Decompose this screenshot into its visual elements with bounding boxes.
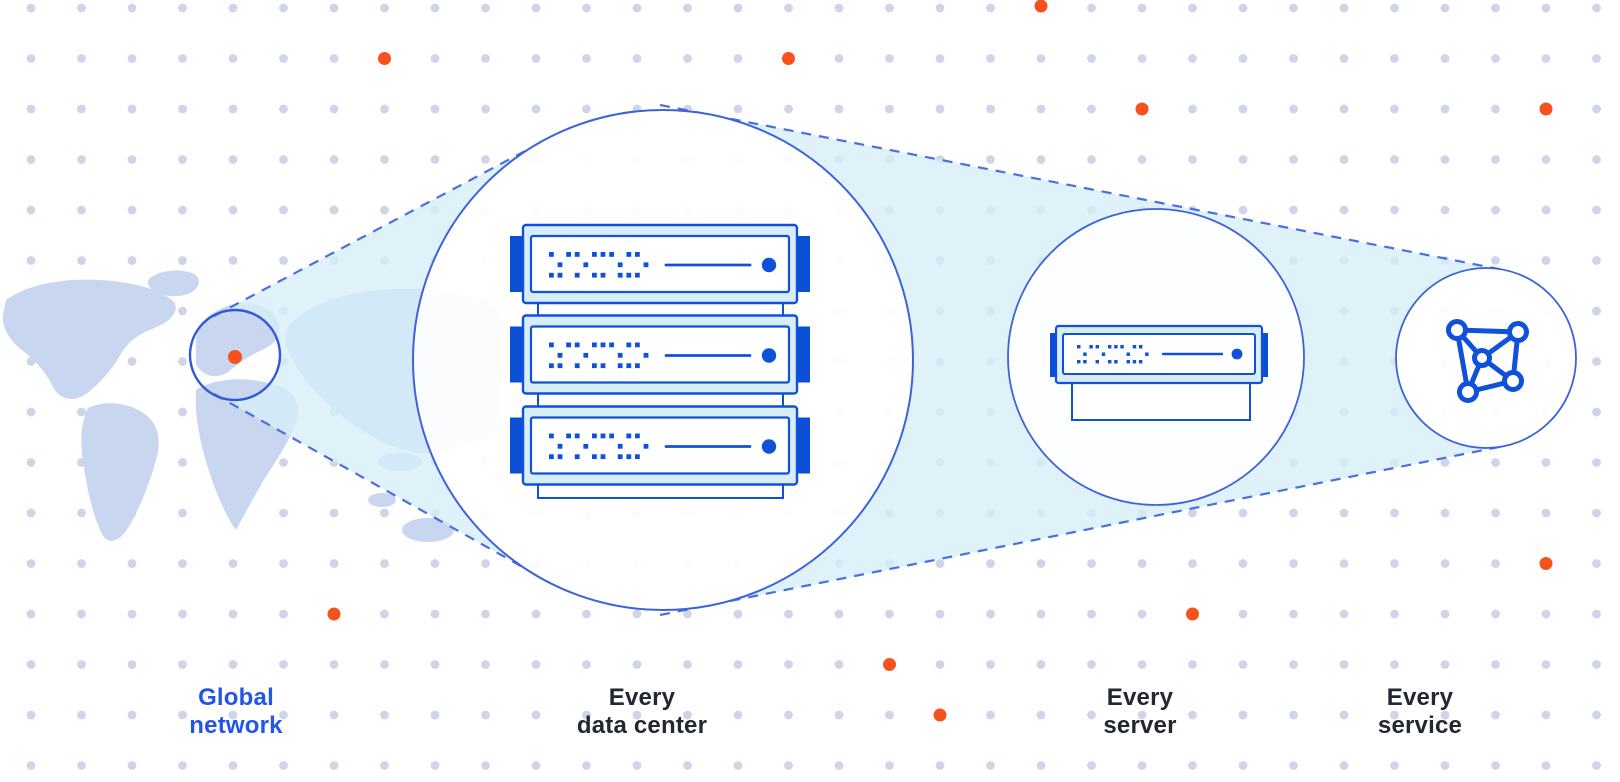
orange-dot xyxy=(883,658,896,671)
mesh-nodes xyxy=(1446,319,1529,403)
orange-dot xyxy=(782,52,795,65)
islands-indonesia xyxy=(368,493,396,507)
rack-tray xyxy=(537,301,784,317)
orange-dot xyxy=(933,708,947,722)
continent-south-america xyxy=(81,403,159,541)
server-unit-2 xyxy=(508,314,812,395)
orange-dot xyxy=(1539,557,1553,570)
mesh-node xyxy=(1507,321,1529,343)
mesh-node-center xyxy=(1472,348,1492,368)
dashed-line-lower-left xyxy=(213,393,545,580)
orange-dot xyxy=(1034,0,1048,13)
continent-north-america xyxy=(2,279,176,399)
server-unit-3 xyxy=(508,405,812,486)
rack-trays xyxy=(537,301,784,499)
continent-greenland xyxy=(147,270,199,297)
orange-dot xyxy=(1186,607,1199,621)
server-icon xyxy=(1048,324,1270,422)
stage-label-every-service: Every service xyxy=(1280,684,1560,740)
stage-label-every-data-center: Every data center xyxy=(502,684,782,740)
rack-tray xyxy=(537,392,784,408)
continent-australia xyxy=(402,518,454,542)
stage-label-line: Global xyxy=(198,684,274,711)
server-unit-1 xyxy=(508,223,812,305)
continent-europe xyxy=(196,302,280,377)
stage-label-line: Every xyxy=(1386,684,1454,711)
rack-tray xyxy=(537,483,784,499)
mesh-node xyxy=(1446,319,1468,341)
stage-label-every-server: Every server xyxy=(1000,684,1280,740)
map-highlight-circle xyxy=(188,308,282,402)
stage-label-line: server xyxy=(1103,712,1177,739)
orange-dot xyxy=(1135,102,1149,116)
stage-label-line: service xyxy=(1377,712,1463,739)
accent-orange-dots xyxy=(327,0,1553,722)
stage-label-line: Every xyxy=(1106,684,1174,711)
stage-label-line: network xyxy=(189,712,283,739)
mesh-network-icon xyxy=(1446,319,1529,403)
dashed-line-upper-left xyxy=(213,140,545,317)
mesh-node xyxy=(1502,370,1524,392)
mesh-node xyxy=(1457,381,1479,403)
server-rack-icon xyxy=(508,223,812,499)
server-unit xyxy=(1048,324,1270,422)
dashed-zoom-lines xyxy=(213,103,1505,617)
stage-label-line: data center xyxy=(576,712,708,739)
stage-label-line: Every xyxy=(608,684,676,711)
orange-dot xyxy=(378,52,391,65)
beam-map-to-datacenter xyxy=(214,141,544,579)
orange-dot xyxy=(327,607,341,621)
location-marker-dot xyxy=(228,350,242,364)
stage-label-global-network: Global network xyxy=(96,684,376,740)
orange-dot xyxy=(1539,102,1553,116)
